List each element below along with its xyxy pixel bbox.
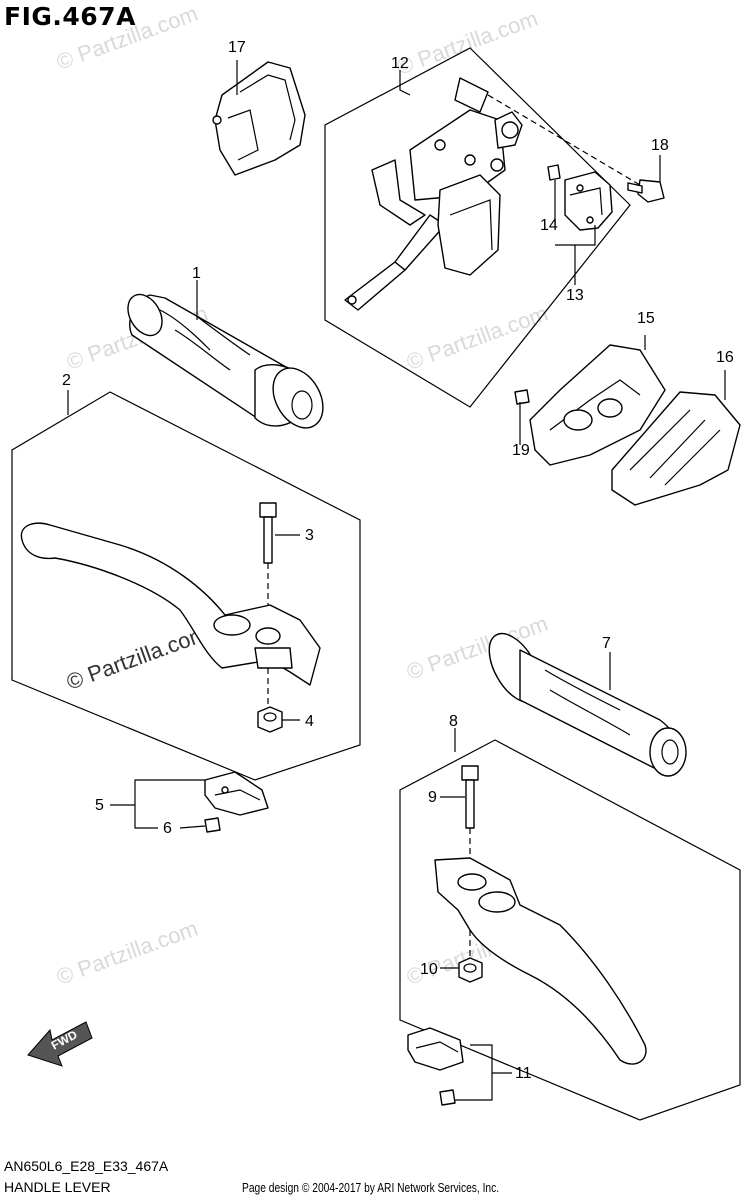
leader-lines — [67, 60, 726, 1101]
callout-17: 17 — [228, 39, 246, 56]
assembly-box-8 — [399, 739, 741, 1121]
section-name: HANDLE LEVER — [4, 1179, 111, 1195]
part-1-left-grip[interactable] — [121, 288, 333, 436]
callout-6: 6 — [163, 820, 172, 837]
callout-10: 10 — [420, 961, 438, 978]
callout-8: 8 — [449, 713, 458, 730]
assembly-box-2 — [11, 391, 361, 781]
part-15-switch-housing[interactable] — [529, 344, 666, 466]
callout-18: 18 — [651, 137, 669, 154]
figure-title: FIG.467A — [4, 2, 136, 31]
part-11-switch[interactable] — [407, 1027, 464, 1071]
watermark: © Partzilla.com — [53, 916, 201, 990]
part-2-left-lever[interactable] — [20, 522, 321, 705]
part-14-screw[interactable] — [547, 164, 561, 181]
part-7-right-grip[interactable] — [479, 625, 687, 777]
part-16-cover[interactable] — [611, 391, 741, 506]
part-10-nut[interactable] — [458, 957, 483, 983]
part-17-housing-cover[interactable] — [212, 61, 306, 176]
watermark: © Partzilla.com — [403, 301, 551, 375]
part-11-screw[interactable] — [439, 1089, 456, 1106]
part-19-screw[interactable] — [514, 389, 530, 405]
callout-15: 15 — [637, 310, 655, 327]
watermark: © Partzilla.com — [53, 1, 201, 75]
callout-1: 1 — [192, 265, 201, 282]
callout-5: 5 — [95, 797, 104, 814]
callout-14: 14 — [540, 217, 558, 234]
callout-13: 13 — [566, 287, 584, 304]
fwd-arrow-icon: FWD — [27, 1021, 93, 1067]
callout-19: 19 — [512, 442, 530, 459]
watermark: © Partzilla.com — [393, 6, 541, 80]
watermark: © Partzilla.com — [63, 621, 211, 695]
callout-3: 3 — [305, 527, 314, 544]
callout-7: 7 — [602, 635, 611, 652]
part-5-switch[interactable] — [204, 771, 269, 816]
part-6-screw[interactable] — [204, 817, 221, 833]
part-8-right-lever[interactable] — [434, 857, 647, 1065]
callout-4: 4 — [305, 713, 314, 730]
callout-11: 11 — [515, 1065, 532, 1082]
part-9-bolt[interactable] — [461, 765, 479, 872]
callouts: 17 12 18 14 13 1 2 3 4 5 6 15 16 19 7 8 … — [62, 39, 734, 1082]
callout-2: 2 — [62, 372, 71, 389]
part-12-switch-assembly[interactable] — [344, 77, 523, 311]
part-18-screw[interactable] — [487, 94, 665, 203]
part-4-nut[interactable] — [257, 706, 283, 733]
callout-12: 12 — [391, 55, 409, 72]
credit-text: Page design © 2004-2017 by ARI Network S… — [242, 1181, 500, 1195]
callout-9: 9 — [428, 789, 437, 806]
model-code: AN650L6_E28_E33_467A — [4, 1158, 169, 1174]
part-3-bolt[interactable] — [259, 502, 277, 612]
part-13-switch[interactable] — [564, 171, 613, 231]
callout-16: 16 — [716, 349, 734, 366]
